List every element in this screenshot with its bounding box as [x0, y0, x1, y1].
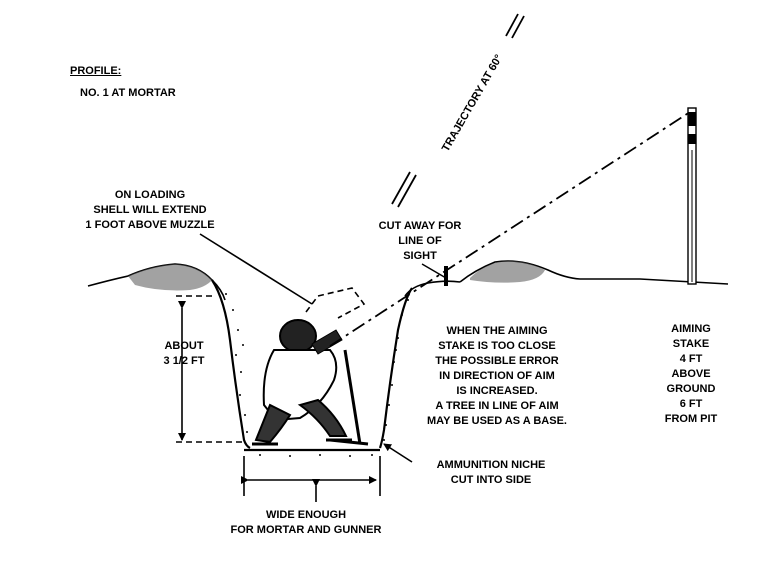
mortar-tube	[311, 329, 369, 446]
cut-away-note-line: SIGHT	[403, 250, 437, 262]
profile-subheading: NO. 1 AT MORTAR	[80, 87, 176, 99]
aiming-stake-line: FROM PIT	[664, 413, 718, 425]
cut-away-note-line: LINE OF	[398, 235, 442, 247]
aiming-stake	[687, 107, 697, 285]
aiming-warning-line: IS INCREASED.	[456, 385, 538, 397]
depth-note-line: 3 1/2 FT	[163, 355, 205, 367]
width-note: WIDE ENOUGH FOR MORTAR AND GUNNER	[218, 508, 394, 538]
cut-away-note-line: CUT AWAY FOR	[378, 220, 462, 232]
pit-walls	[211, 279, 413, 452]
soil-texture	[225, 293, 409, 457]
aiming-stake-line: ABOVE	[671, 368, 711, 380]
width-note-line: WIDE ENOUGH	[265, 509, 347, 521]
width-note-line: FOR MORTAR AND GUNNER	[230, 524, 382, 536]
aiming-warning-line: IN DIRECTION OF AIM	[439, 370, 555, 382]
cutaway-leader	[421, 263, 447, 279]
ammo-niche-note: AMMUNITION NICHE CUT INTO SIDE	[416, 458, 566, 488]
loading-leader	[199, 233, 313, 305]
sight-cut-stake	[444, 266, 448, 286]
aiming-stake-line: 6 FT	[679, 398, 703, 410]
loading-note-line: ON LOADING	[114, 189, 186, 201]
ammo-note-line: CUT INTO SIDE	[450, 474, 532, 486]
width-dimension	[241, 456, 381, 502]
ammo-note-line: AMMUNITION NICHE	[436, 459, 546, 471]
aiming-stake-note: AIMING STAKE 4 FT ABOVE GROUND 6 FT FROM…	[655, 322, 727, 427]
right-spoil-mound	[470, 261, 545, 283]
left-spoil-mound	[128, 264, 212, 291]
depth-note-line: ABOUT	[164, 340, 204, 352]
loading-note-line: 1 FOOT ABOVE MUZZLE	[85, 219, 215, 231]
loading-note: ON LOADING SHELL WILL EXTEND 1 FOOT ABOV…	[80, 188, 220, 233]
aiming-warning-line: WHEN THE AIMING	[446, 325, 548, 337]
depth-note: ABOUT 3 1/2 FT	[152, 339, 216, 369]
loading-note-line: SHELL WILL EXTEND	[93, 204, 207, 216]
aiming-stake-line: STAKE	[672, 338, 710, 350]
profile-heading: PROFILE:	[70, 65, 122, 77]
cut-away-note: CUT AWAY FOR LINE OF SIGHT	[362, 219, 478, 264]
aiming-warning-line: A TREE IN LINE OF AIM	[435, 400, 559, 412]
depth-dimension	[176, 295, 244, 443]
aiming-warning-note: WHEN THE AIMING STAKE IS TOO CLOSE THE P…	[402, 324, 592, 429]
aiming-warning-line: STAKE IS TOO CLOSE	[438, 340, 556, 352]
ammo-niche-leader	[383, 443, 413, 463]
gunner-figure	[252, 319, 352, 446]
aiming-stake-line: AIMING	[671, 323, 711, 335]
aiming-warning-line: MAY BE USED AS A BASE.	[427, 415, 567, 427]
line-of-sight	[329, 111, 691, 347]
trajectory-lines	[391, 13, 525, 208]
shell-extension-outline	[305, 287, 366, 319]
aiming-stake-line: GROUND	[666, 383, 716, 395]
aiming-stake-line: 4 FT	[679, 353, 703, 365]
aiming-warning-line: THE POSSIBLE ERROR	[435, 355, 559, 367]
